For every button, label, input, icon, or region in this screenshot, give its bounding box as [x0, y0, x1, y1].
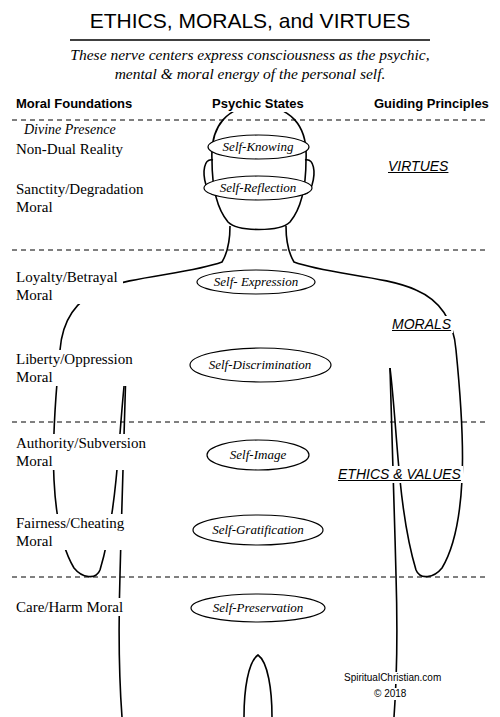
- state-oval: Self- Expression: [196, 269, 316, 295]
- oval-shape: [191, 594, 325, 622]
- title-rule: [70, 39, 430, 40]
- oval-shape: [193, 515, 323, 545]
- section-dividers: [12, 120, 488, 577]
- oval-shape: [197, 270, 315, 294]
- subtitle: These nerve centers express consciousnes…: [55, 46, 445, 83]
- state-oval: Self-Gratification: [192, 514, 324, 546]
- oval-shape: [204, 176, 312, 200]
- watermark: SpiritualChristian.com: [342, 672, 443, 684]
- state-oval: Self-Discrimination: [189, 347, 332, 383]
- foundation-label: Authority/Subversion Moral: [14, 434, 151, 470]
- foundation-label: Liberty/Oppression Moral: [14, 350, 138, 386]
- oval-shape: [190, 348, 331, 382]
- state-label: Self-Knowing: [223, 139, 294, 155]
- principle-label: VIRTUES: [386, 158, 450, 175]
- oval-shape: [208, 135, 309, 159]
- column-header: Psychic States: [210, 96, 306, 112]
- state-label: Self- Expression: [214, 274, 298, 290]
- column-header: Guiding Principles: [372, 96, 491, 112]
- foundation-label: Care/Harm Moral: [14, 598, 125, 616]
- state-oval: Self-Reflection: [203, 175, 313, 201]
- oval-shape: [207, 440, 309, 470]
- watermark: © 2018: [372, 688, 408, 700]
- state-oval: Self-Image: [206, 439, 310, 471]
- state-oval: Self-Knowing: [207, 134, 310, 160]
- principle-label: MORALS: [390, 316, 453, 333]
- state-label: Self-Gratification: [212, 522, 304, 538]
- foundation-label: Divine Presence: [22, 122, 118, 139]
- principle-label: ETHICS & VALUES: [336, 466, 463, 483]
- state-label: Self-Preservation: [213, 600, 304, 616]
- foundation-label: Fairness/Cheating Moral: [14, 514, 130, 550]
- foundation-label: Loyalty/Betrayal Moral: [14, 268, 123, 304]
- foundation-label: Non-Dual Reality: [14, 140, 125, 158]
- diagram-title: ETHICS, MORALS, and VIRTUES: [0, 8, 500, 33]
- state-label: Self-Reflection: [220, 180, 297, 196]
- state-label: Self-Image: [230, 447, 286, 463]
- state-oval: Self-Preservation: [190, 593, 326, 623]
- foundation-label: Sanctity/Degradation Moral: [14, 180, 149, 216]
- column-header: Moral Foundations: [14, 96, 134, 112]
- state-label: Self-Discrimination: [209, 357, 312, 373]
